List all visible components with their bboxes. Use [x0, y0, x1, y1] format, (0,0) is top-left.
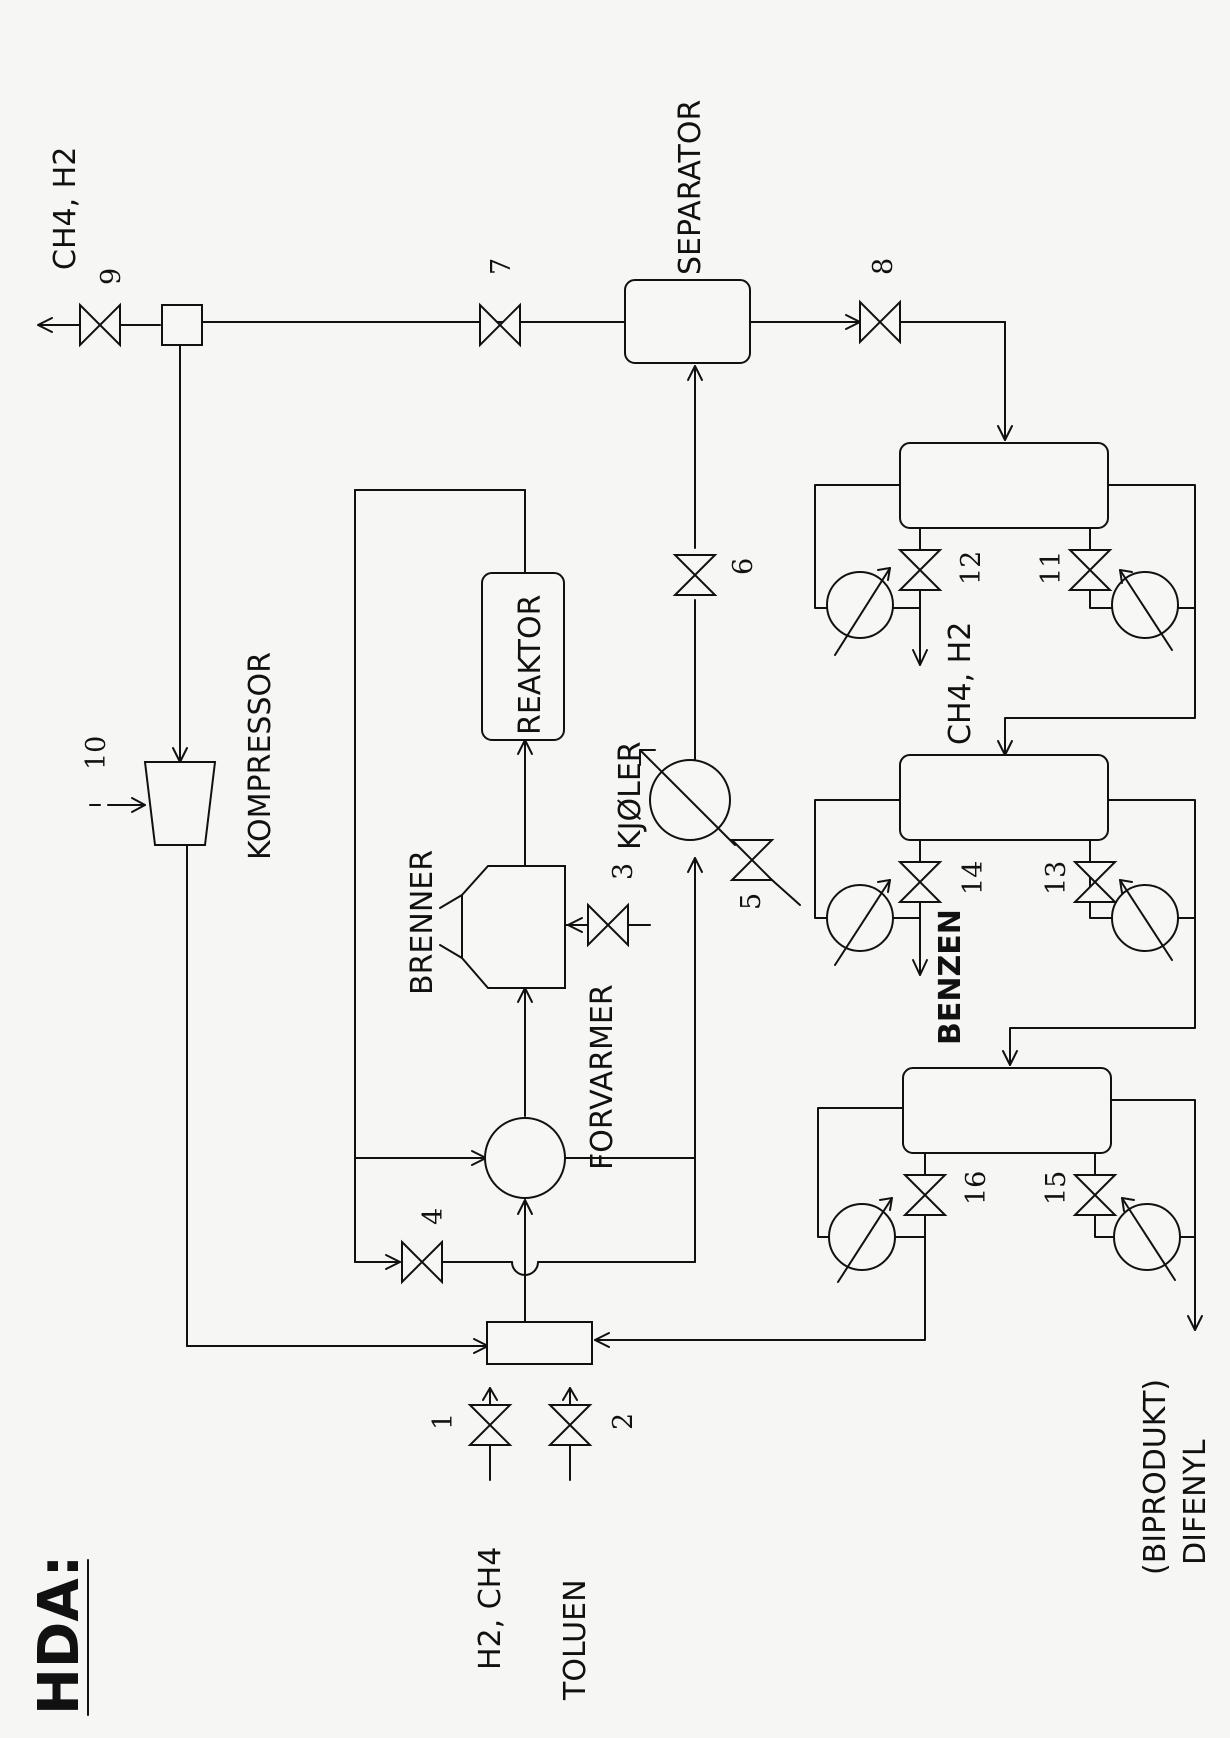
hx-col2-left — [826, 879, 894, 966]
column-2 — [899, 754, 1109, 841]
valve-12 — [897, 549, 943, 591]
column-3-product-label-1: (BIPRODUKT) — [1138, 1379, 1173, 1575]
valve-number-5: 5 — [736, 893, 767, 910]
burner — [439, 865, 566, 989]
valve-number-9: 9 — [96, 268, 127, 285]
valve-1 — [467, 1404, 513, 1446]
valve-3 — [587, 902, 629, 948]
hx-col1-right — [1111, 569, 1179, 651]
valve-number-16: 16 — [961, 1171, 992, 1205]
hx-col1-left — [826, 567, 894, 656]
valve-13 — [1072, 861, 1118, 903]
valve-number-10: 10 — [81, 736, 112, 770]
valve-number-13: 13 — [1041, 861, 1072, 895]
valve-8 — [859, 299, 901, 345]
valve-7 — [479, 302, 521, 348]
cooler-label: KJØLER — [613, 741, 648, 850]
hx-col3-right — [1113, 1197, 1181, 1281]
valve-number-14: 14 — [958, 861, 989, 895]
purge-label: CH4, H2 — [48, 147, 83, 270]
feed-label-gases: H2, CH4 — [473, 1547, 508, 1670]
recycle-lines — [37, 317, 626, 1354]
valve-15 — [1072, 1174, 1118, 1216]
feed-label-toluene: TOLUEN — [558, 1579, 593, 1701]
valve-number-11: 11 — [1036, 551, 1067, 585]
compressor — [143, 761, 217, 846]
valve-number-4: 4 — [418, 1208, 449, 1225]
column-3-group — [594, 1067, 1203, 1348]
valve-4 — [401, 1239, 443, 1285]
valve-6 — [672, 554, 718, 596]
valve-5 — [729, 839, 801, 906]
separator-liquid-line — [749, 314, 1013, 441]
valve-11 — [1067, 549, 1113, 591]
reactor-label: REAKTOR — [513, 595, 548, 735]
mixer — [486, 1321, 593, 1365]
valve-16 — [902, 1174, 948, 1216]
cooler — [639, 749, 736, 846]
preheater-label: FORVARMER — [585, 984, 620, 1170]
splitter — [161, 304, 203, 346]
reactor — [481, 572, 565, 741]
separator-label: SEPARATOR — [673, 100, 708, 275]
valve-number-6: 6 — [728, 558, 759, 575]
burner-label: BRENNER — [405, 850, 440, 995]
column-2-group — [814, 754, 1196, 1066]
valve-2 — [547, 1404, 593, 1446]
valve-number-1: 1 — [428, 1413, 459, 1430]
separator — [624, 279, 751, 364]
column-1-group — [814, 442, 1196, 756]
hx-col2-right — [1111, 879, 1179, 961]
column-2-product-label: BENZEN — [933, 909, 968, 1045]
column-1 — [899, 442, 1109, 529]
preheater — [484, 1117, 566, 1199]
column-1-product-label: CH4, H2 — [943, 622, 978, 745]
reaction-path — [354, 365, 703, 1323]
diagram-title: HDA: — [27, 1555, 92, 1715]
valve-number-8: 8 — [868, 258, 899, 275]
hx-col3-left — [828, 1197, 896, 1283]
compressor-label: KOMPRESSOR — [243, 652, 278, 860]
valve-number-15: 15 — [1041, 1171, 1072, 1205]
valve-14 — [897, 861, 943, 903]
compressor-drive — [89, 797, 146, 813]
column-3 — [902, 1067, 1112, 1154]
valve-number-12: 12 — [956, 551, 987, 585]
valve-number-7: 7 — [486, 258, 517, 275]
valve-number-2: 2 — [608, 1413, 639, 1430]
valve-number-3: 3 — [608, 863, 639, 880]
valve-9 — [79, 302, 121, 348]
column-3-product-label-2: DIFENYL — [1178, 1439, 1213, 1565]
